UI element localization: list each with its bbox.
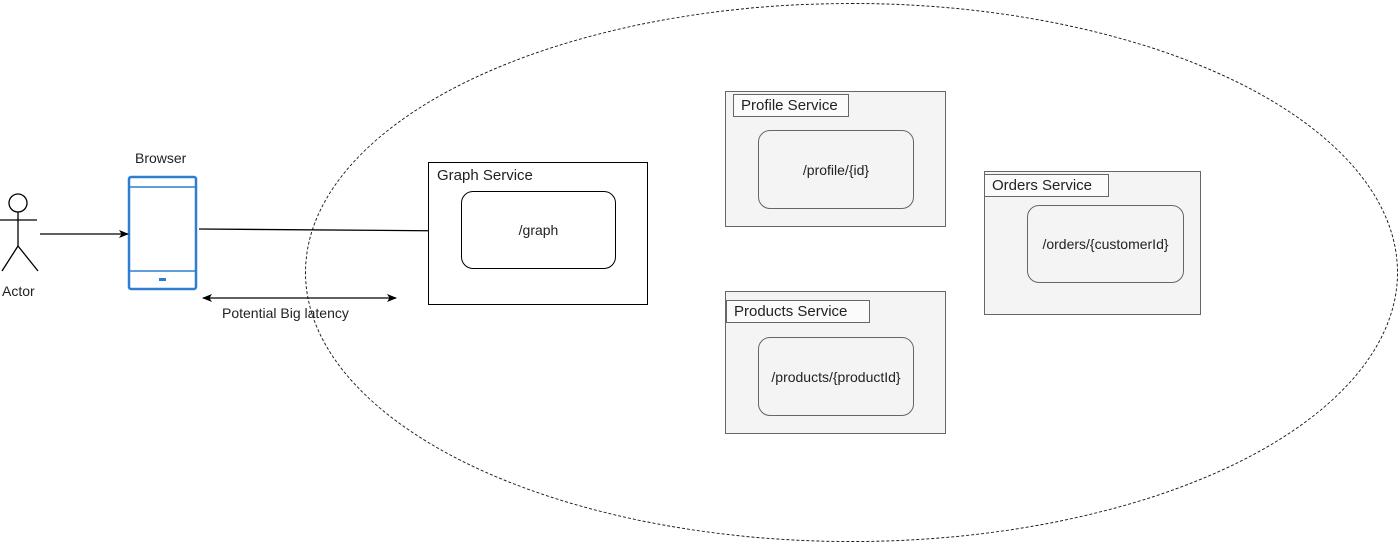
browser-label: Browser	[135, 150, 187, 166]
orders-endpoint-label: /orders/{customerId}	[1042, 236, 1169, 252]
profile-endpoint-label: /profile/{id}	[802, 161, 870, 178]
latency-label: Potential Big latency	[222, 305, 349, 321]
browser-device-icon	[127, 175, 198, 291]
browser-to-graph-arrow	[198, 226, 460, 235]
products-service-title: Products Service	[726, 300, 870, 323]
orders-endpoint: /orders/{customerId}	[1027, 205, 1184, 283]
graph-service-box: Graph Service /graph	[428, 162, 648, 305]
profile-endpoint: /profile/{id}	[758, 130, 914, 209]
profile-service-box: Profile Service /profile/{id}	[725, 91, 946, 227]
orders-service-title: Orders Service	[984, 174, 1109, 197]
orders-service-box: Orders Service /orders/{customerId}	[984, 171, 1201, 315]
products-service-box: Products Service /products/{productId}	[725, 291, 946, 434]
graph-endpoint: /graph	[461, 191, 616, 269]
graph-endpoint-label: /graph	[518, 222, 559, 238]
products-endpoint-label: /products/{productId}	[771, 368, 901, 385]
profile-service-title: Profile Service	[733, 94, 849, 117]
graph-service-title: Graph Service	[437, 167, 533, 184]
products-endpoint: /products/{productId}	[758, 337, 914, 416]
actor-icon	[0, 193, 39, 272]
backend-boundary-ellipse	[305, 3, 1398, 542]
actor-label: Actor	[2, 283, 35, 299]
